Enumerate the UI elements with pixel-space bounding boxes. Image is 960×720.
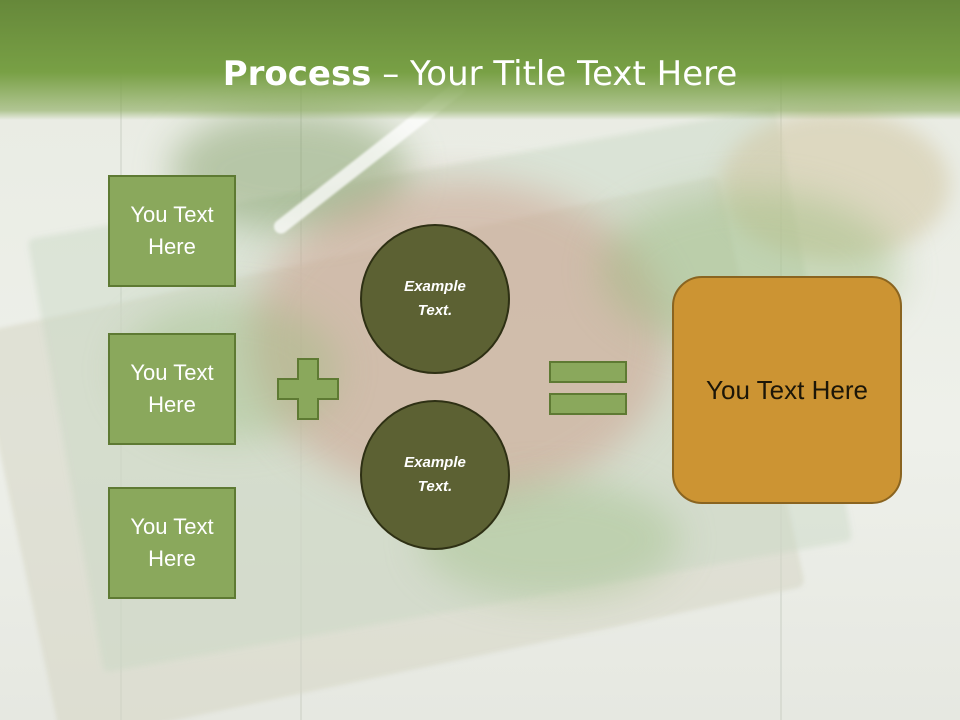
plus-icon	[277, 358, 339, 420]
result-label: You Text Here	[706, 374, 868, 405]
result-box[interactable]: You Text Here	[672, 276, 902, 504]
left-box-1-label: You Text Here	[130, 202, 214, 259]
example-circle-2[interactable]: Example Text.	[360, 400, 510, 550]
left-box-3-label: You Text Here	[130, 514, 214, 571]
left-box-1[interactable]: You Text Here	[108, 175, 236, 287]
example-circle-1-label: Example Text.	[404, 278, 466, 319]
title-bold: Process	[222, 54, 372, 94]
example-circle-1[interactable]: Example Text.	[360, 224, 510, 374]
left-box-3[interactable]: You Text Here	[108, 487, 236, 599]
title-bar	[0, 0, 960, 120]
example-circle-2-label: Example Text.	[404, 454, 466, 495]
left-box-2-label: You Text Here	[130, 360, 214, 417]
slide-title: Process – Your Title Text Here	[0, 54, 960, 94]
title-rest: – Your Title Text Here	[371, 54, 738, 94]
equals-icon	[549, 361, 627, 415]
left-box-2[interactable]: You Text Here	[108, 333, 236, 445]
